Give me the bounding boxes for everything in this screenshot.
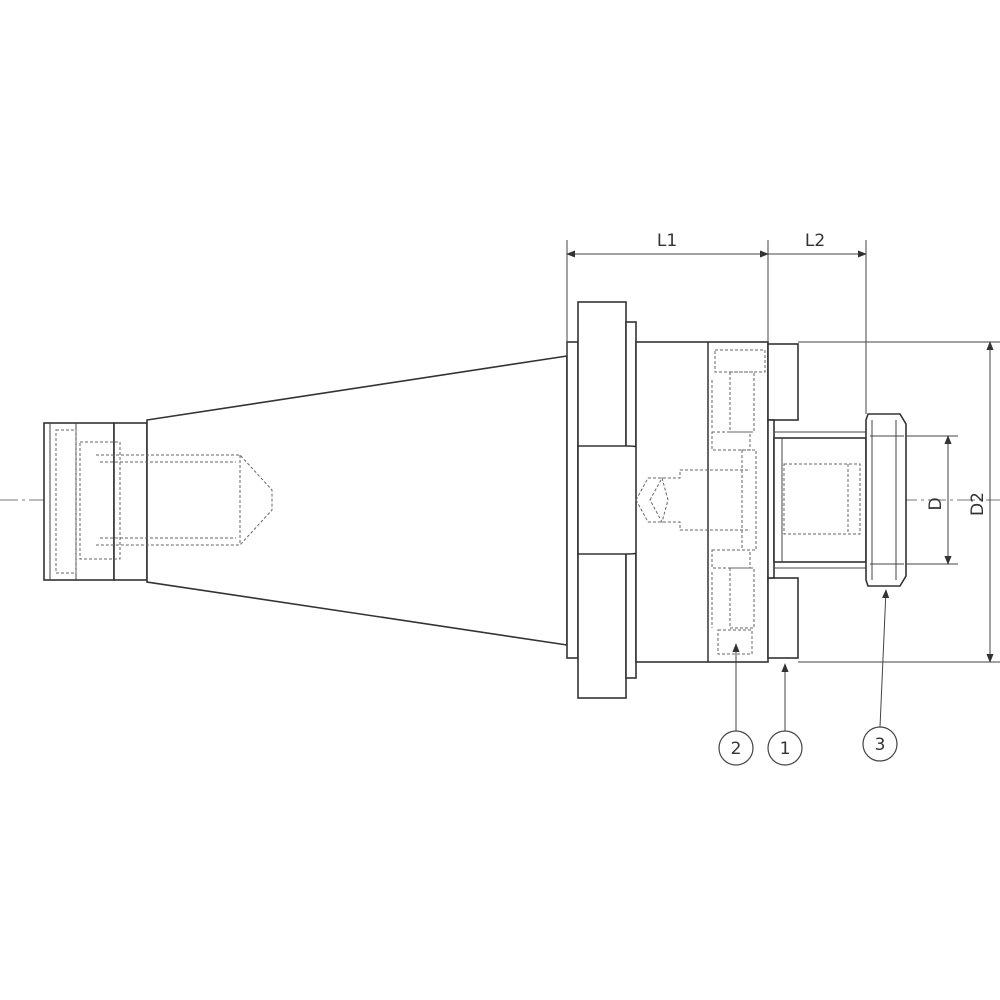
callout-1: 1 [767, 663, 803, 766]
flange [566, 301, 683, 699]
dimension-d2-label: D2 [968, 492, 988, 516]
pilot-spigot [773, 437, 867, 563]
callout-2-label: 2 [731, 739, 742, 759]
callout-2: 2 [718, 643, 754, 766]
callout-3-label: 3 [875, 735, 886, 755]
taper-shank [96, 355, 568, 646]
callout-3: 3 [862, 589, 898, 762]
drive-collar [767, 343, 868, 659]
clamping-screw [865, 413, 907, 587]
dimension-l1-label: L1 [657, 231, 677, 251]
dimension-d: D [906, 435, 958, 565]
dimension-l1: L1 [566, 231, 769, 356]
dimension-l2: L2 [768, 231, 867, 414]
dimension-d-label: D [926, 497, 946, 510]
dimension-l2-label: L2 [805, 231, 825, 251]
retention-knob [43, 422, 148, 581]
dimension-d2: D2 [798, 341, 1000, 663]
callout-1-label: 1 [780, 739, 791, 759]
holder-body [635, 341, 769, 663]
